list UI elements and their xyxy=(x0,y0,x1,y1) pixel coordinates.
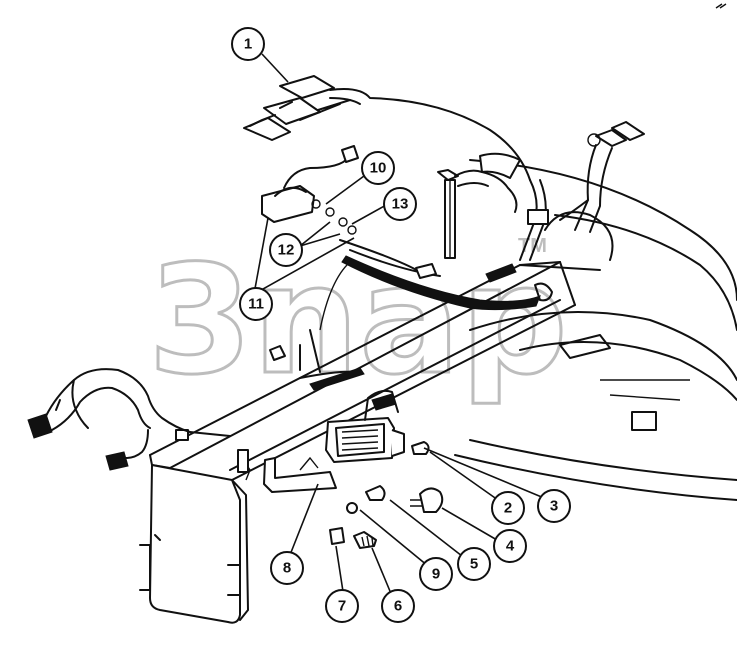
mounting-plate xyxy=(139,464,249,624)
corner-mark xyxy=(715,3,727,9)
callout-9: 9 xyxy=(419,557,453,591)
svg-text:4: 4 xyxy=(506,538,515,555)
bulb-part-5 xyxy=(365,485,386,501)
svg-text:9: 9 xyxy=(432,566,440,583)
switch-assembly xyxy=(261,145,359,235)
lamp-housing xyxy=(325,389,405,463)
screw-part-6 xyxy=(353,531,377,549)
callout-7: 7 xyxy=(325,589,359,623)
post xyxy=(437,152,521,259)
svg-text:3: 3 xyxy=(550,498,558,515)
wire-bundles xyxy=(269,239,541,391)
callout-2: 2 xyxy=(491,491,525,525)
watermark-trademark: TM xyxy=(518,235,547,257)
nut-part-7 xyxy=(329,527,345,545)
callout-8: 8 xyxy=(270,551,304,585)
left-harness xyxy=(27,368,231,471)
svg-text:2: 2 xyxy=(504,500,512,517)
bulb-part-3 xyxy=(411,441,430,455)
svg-text:8: 8 xyxy=(283,560,291,577)
mounting-bracket xyxy=(263,456,337,493)
callout-5: 5 xyxy=(457,547,491,581)
callout-11: 11 xyxy=(239,287,273,321)
callout-12: 12 xyxy=(269,233,303,267)
upper-harness xyxy=(243,75,549,261)
callout-10: 10 xyxy=(361,151,395,185)
callout-1: 1 xyxy=(231,27,265,61)
svg-text:10: 10 xyxy=(370,160,387,177)
nut-part-9 xyxy=(346,502,358,514)
right-top-connector xyxy=(559,121,645,233)
svg-text:11: 11 xyxy=(248,296,264,313)
callout-13: 13 xyxy=(383,187,417,221)
socket-part-4 xyxy=(419,487,444,513)
small-parts xyxy=(329,441,444,549)
svg-text:6: 6 xyxy=(394,598,402,615)
svg-text:5: 5 xyxy=(470,556,478,573)
callout-6: 6 xyxy=(381,589,415,623)
svg-text:1: 1 xyxy=(244,36,252,53)
leader-lines xyxy=(253,53,545,599)
svg-text:12: 12 xyxy=(278,242,295,259)
frame-rail xyxy=(149,261,601,481)
svg-text:13: 13 xyxy=(392,196,409,213)
callout-3: 3 xyxy=(537,489,571,523)
svg-text:7: 7 xyxy=(338,598,346,615)
callout-4: 4 xyxy=(493,529,527,563)
vehicle-body xyxy=(454,159,737,501)
